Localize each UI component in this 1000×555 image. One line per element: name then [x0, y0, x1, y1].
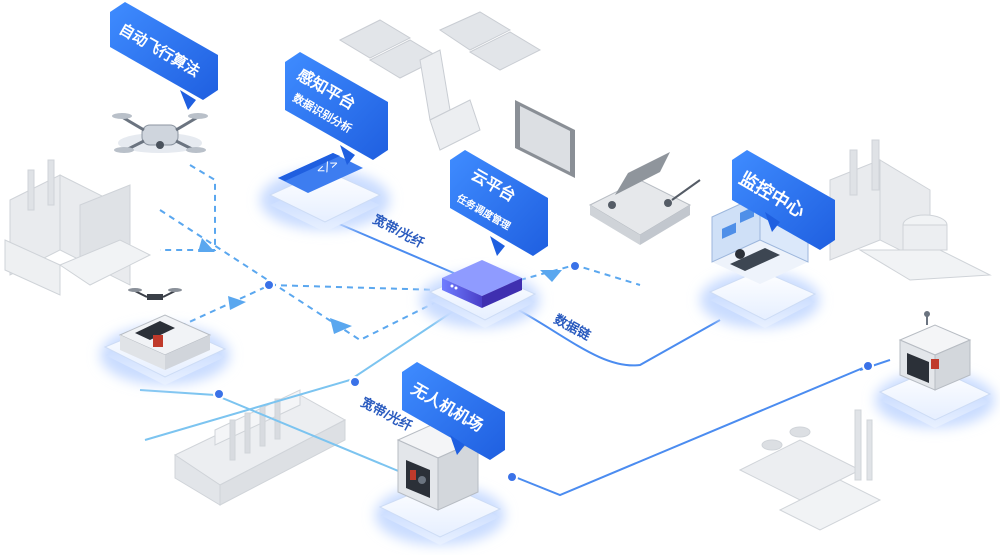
- background-dam: [173, 389, 347, 506]
- badge-flight-algorithm: 自动飞行算法: [110, 2, 218, 110]
- background-solar-panels: [338, 11, 542, 151]
- link-label-data-link: 数据链: [552, 311, 594, 343]
- background-factory-right: [829, 139, 992, 281]
- platform-right-station: [875, 367, 995, 428]
- drone-station-left-icon: [118, 288, 212, 370]
- background-plant-lower-right: [738, 409, 882, 531]
- link-arrows: [198, 238, 562, 334]
- link-nodes: [213, 260, 874, 483]
- server-box-icon: [442, 260, 522, 308]
- badge-cloud: 云平台 任务调度管理: [450, 150, 548, 256]
- right-drone-station-icon: [898, 311, 972, 391]
- tablet-icon: [515, 100, 575, 178]
- link-label-broadband-upper: 宽带/光纤: [370, 211, 427, 251]
- drone-icon: [112, 113, 208, 153]
- background-factory-left: [4, 159, 152, 296]
- remote-controller-icon: [588, 152, 701, 245]
- platform-monitor: [700, 269, 820, 328]
- code-window-icon: </>: [278, 153, 363, 193]
- badge-perception: 感知平台 数据识别分析: [285, 52, 388, 165]
